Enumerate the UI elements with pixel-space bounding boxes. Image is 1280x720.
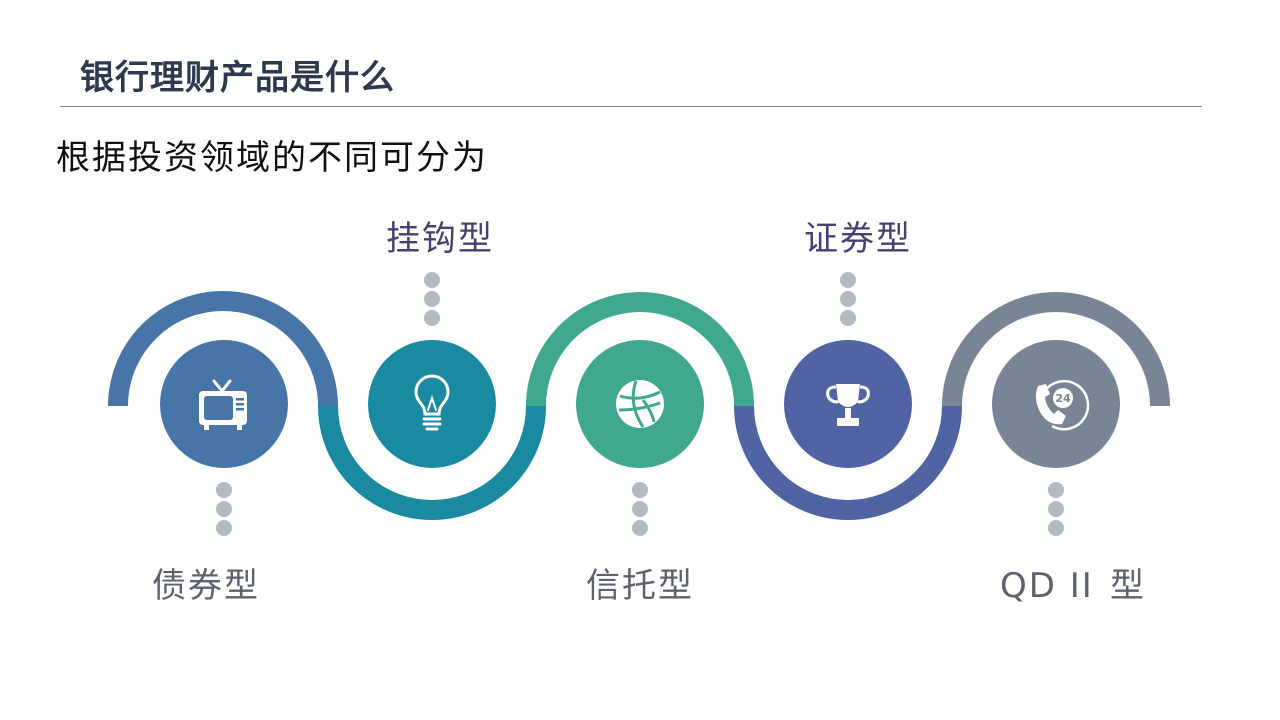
lightbulb-icon bbox=[414, 374, 450, 431]
wave-arc-1 bbox=[108, 291, 338, 407]
step-label-1: 债券型 bbox=[152, 566, 260, 606]
connector-dots-bottom-3 bbox=[632, 482, 648, 536]
connector-dots-top-4 bbox=[840, 272, 856, 326]
basketball-icon bbox=[616, 380, 664, 428]
page-title: 银行理财产品是什么 bbox=[80, 58, 395, 98]
step-label-3: 信托型 bbox=[586, 566, 694, 606]
wave-arc-5 bbox=[942, 292, 1170, 407]
connector-dots-bottom-5 bbox=[1048, 482, 1064, 536]
title-divider bbox=[60, 106, 1202, 107]
svg-text:24: 24 bbox=[1055, 392, 1071, 405]
wave-arc-3 bbox=[526, 292, 754, 407]
subtitle: 根据投资领域的不同可分为 bbox=[56, 138, 488, 178]
connector-dots-bottom-1 bbox=[216, 482, 232, 536]
phone-24-icon: 24 bbox=[1035, 379, 1090, 431]
step-label-5: 型 bbox=[1110, 566, 1146, 606]
step-label-2: 挂钩型 bbox=[386, 219, 494, 259]
connector-dots-top-2 bbox=[424, 272, 440, 326]
wave-arc-4 bbox=[734, 405, 962, 520]
step-circle-2 bbox=[368, 340, 496, 468]
wave-arc-2 bbox=[318, 405, 546, 520]
trophy-icon bbox=[826, 384, 870, 426]
tv-icon bbox=[199, 379, 247, 430]
step-label-5-prefix: QD II bbox=[1000, 566, 1094, 606]
step-label-4: 证券型 bbox=[804, 219, 912, 259]
